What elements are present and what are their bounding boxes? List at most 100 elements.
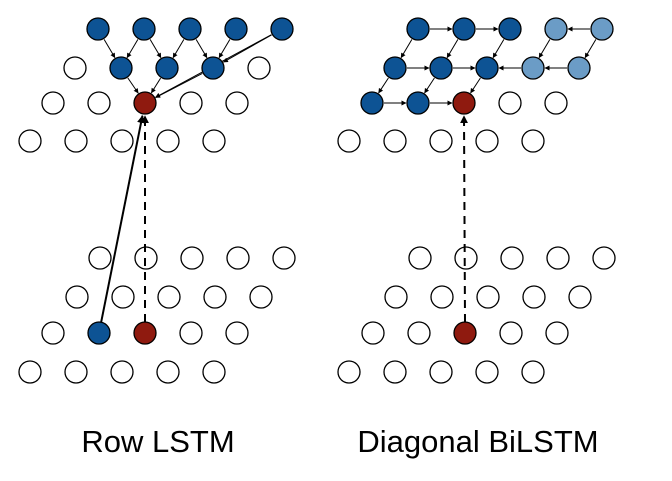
dependency-arrow: [470, 77, 481, 94]
pixel: [179, 91, 203, 115]
dependency-arrow: [218, 39, 231, 59]
pixel: [544, 91, 568, 115]
context-pixel: [406, 17, 430, 41]
pixel: [63, 56, 87, 80]
pixel: [202, 129, 226, 153]
pixel: [156, 360, 180, 384]
diagonal-bilstm-dependency-arrows: [378, 26, 597, 106]
dependency-arrow: [424, 77, 435, 94]
dependency-arrow: [446, 39, 459, 59]
pixel: [225, 91, 249, 115]
pixel: [247, 56, 271, 80]
dependency-arrow: [538, 39, 551, 59]
context-pixel: [475, 56, 499, 80]
context-pixel: [270, 17, 294, 41]
current-pixel: [452, 91, 476, 115]
pixel: [408, 246, 432, 270]
context-pixel: [178, 17, 202, 41]
pixel: [272, 246, 296, 270]
pixel: [88, 246, 112, 270]
context-pixel-reverse: [567, 56, 591, 80]
context-pixel: [87, 321, 111, 345]
row-lstm-panel: Row LSTM: [18, 17, 296, 459]
pixel: [18, 360, 42, 384]
pixel: [521, 129, 545, 153]
pixel: [498, 91, 522, 115]
pixel: [475, 360, 499, 384]
pixel: [475, 129, 499, 153]
context-pixel-reverse: [590, 17, 614, 41]
dependency-arrow: [378, 77, 389, 94]
context-pixel: [452, 17, 476, 41]
pixel: [110, 360, 134, 384]
dependency-arrow: [400, 39, 413, 59]
dependency-arrow: [126, 39, 139, 59]
pixel: [110, 129, 134, 153]
pixel: [522, 285, 546, 309]
pixel: [429, 360, 453, 384]
pixel: [41, 321, 65, 345]
pixel: [383, 129, 407, 153]
dependency-arrow: [103, 39, 116, 59]
pixel: [226, 246, 250, 270]
current-input-dashed-arrow: [460, 115, 469, 323]
pixel: [384, 285, 408, 309]
row-lstm-pixel-grid: [18, 17, 296, 384]
pixel: [476, 285, 500, 309]
pixel: [157, 285, 181, 309]
context-pixel: [155, 56, 179, 80]
current-pixel: [453, 321, 477, 345]
pixel: [179, 321, 203, 345]
current-pixel: [133, 321, 157, 345]
dependency-arrow: [150, 77, 162, 94]
pixel: [156, 129, 180, 153]
pixel: [361, 321, 385, 345]
pixel: [225, 321, 249, 345]
pixel: [500, 246, 524, 270]
row-lstm-caption: Row LSTM: [81, 424, 234, 459]
pixel: [337, 360, 361, 384]
context-pixel: [224, 17, 248, 41]
pixel: [430, 285, 454, 309]
context-pixel: [201, 56, 225, 80]
pixel: [592, 246, 616, 270]
diagonal-bilstm-panel: Diagonal BiLSTM: [337, 17, 616, 459]
pixel: [111, 285, 135, 309]
pixel: [202, 360, 226, 384]
dependency-arrow: [149, 39, 162, 59]
pixel: [383, 360, 407, 384]
dependency-arrow: [195, 39, 208, 59]
pixel: [337, 129, 361, 153]
pixel: [64, 129, 88, 153]
output-connection-arrows: [100, 114, 469, 323]
context-pixel: [498, 17, 522, 41]
context-pixel: [109, 56, 133, 80]
pixel: [407, 321, 431, 345]
context-pixel: [406, 91, 430, 115]
pixel: [429, 129, 453, 153]
context-pixel-reverse: [521, 56, 545, 80]
context-pixel-reverse: [544, 17, 568, 41]
context-pixel: [429, 56, 453, 80]
diagonal-bilstm-caption: Diagonal BiLSTM: [357, 424, 598, 459]
current-pixel: [133, 91, 157, 115]
pixel: [249, 285, 273, 309]
pixel: [545, 321, 569, 345]
dependency-arrow: [584, 39, 597, 59]
row-lstm-dependency-arrows: [103, 34, 272, 98]
pixel: [454, 246, 478, 270]
pixel: [65, 285, 89, 309]
context-pixel: [132, 17, 156, 41]
pixel: [64, 360, 88, 384]
diagonal-bilstm-pixel-grid: [337, 17, 616, 384]
pixel: [568, 285, 592, 309]
pixel: [18, 129, 42, 153]
dependency-arrow: [492, 39, 505, 59]
dependency-arrow: [172, 39, 185, 59]
context-pixel: [86, 17, 110, 41]
context-pixel: [383, 56, 407, 80]
pixel: [87, 91, 111, 115]
pixel: [546, 246, 570, 270]
dependency-arrow: [127, 77, 139, 94]
